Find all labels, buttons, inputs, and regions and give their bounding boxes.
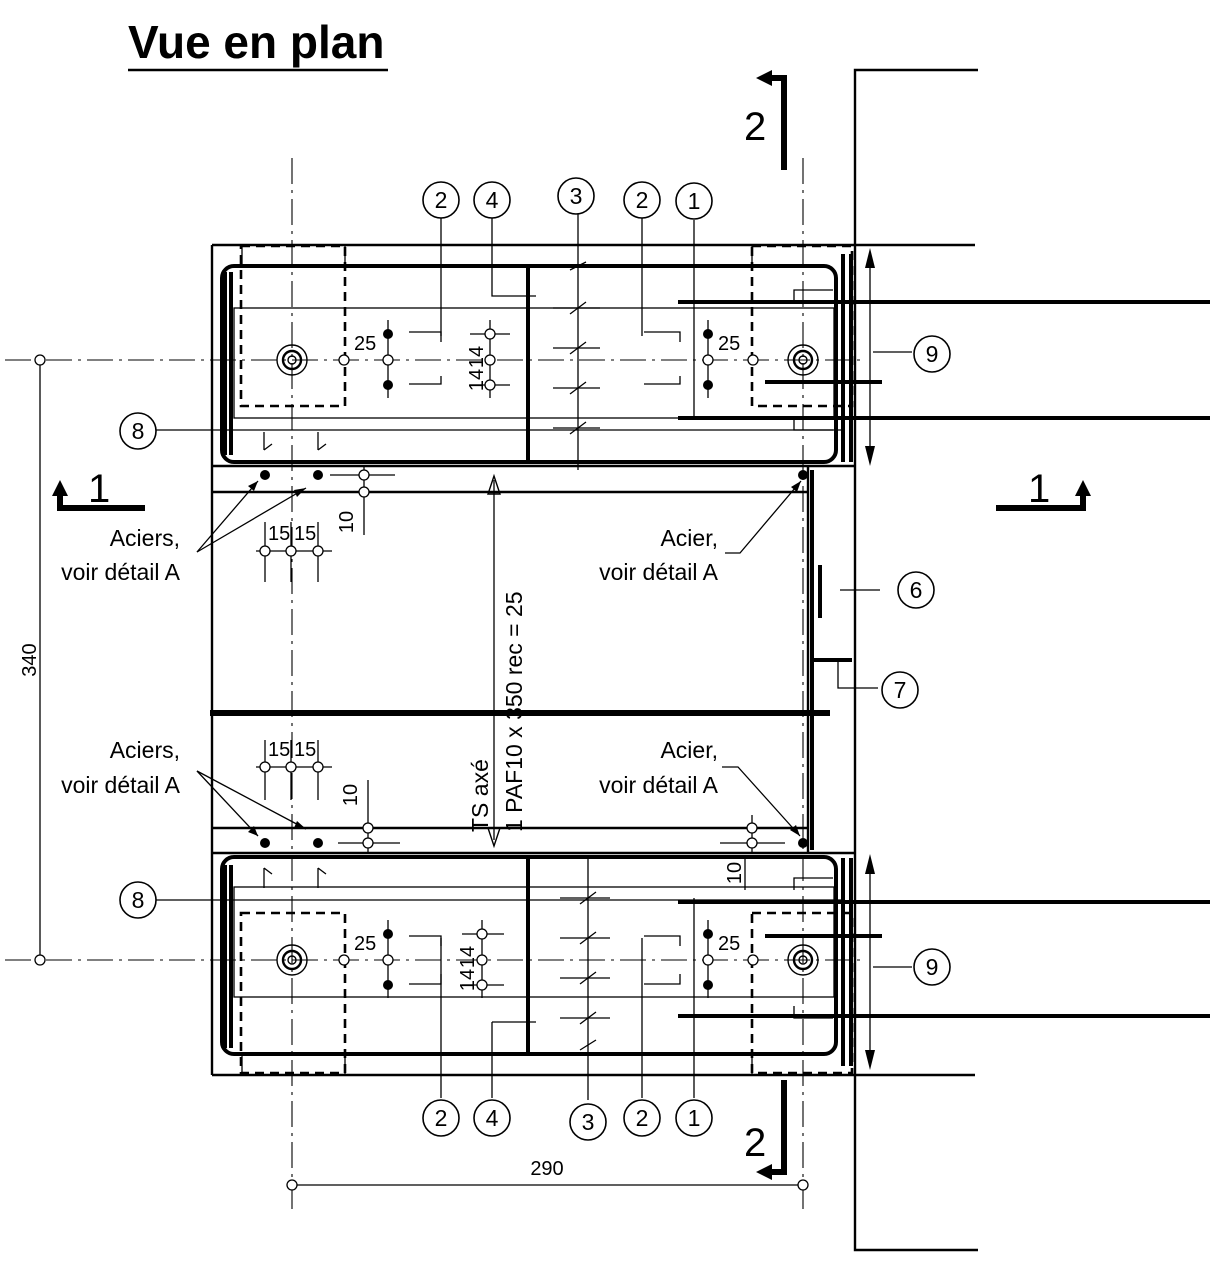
steels-note-upper-left-2: voir détail A — [61, 559, 181, 585]
marker-9-lower: 9 — [913, 948, 951, 986]
svg-text:1: 1 — [688, 1105, 701, 1131]
central-reinforcement — [210, 470, 852, 850]
svg-text:2: 2 — [636, 1105, 649, 1131]
edge-steels-lower — [196, 740, 808, 890]
section-2-bottom-label: 2 — [744, 1121, 766, 1165]
dimension-340-label: 340 — [19, 643, 41, 676]
marker-4-top: 4 — [473, 181, 511, 219]
dim-10-upper: 10 — [336, 511, 358, 533]
dim-14-upper-b: 14 — [466, 369, 488, 391]
svg-text:1: 1 — [688, 188, 701, 214]
svg-text:9: 9 — [926, 954, 939, 980]
marker-2-bottom-left: 2 — [422, 1099, 460, 1137]
steels-note-upper-left-1: Aciers, — [110, 525, 180, 551]
dim-15-lower-a: 15 — [268, 739, 290, 761]
section-1-right-label: 1 — [1028, 467, 1050, 511]
marker-8-lower: 8 — [119, 881, 157, 919]
steels-note-lower-left-1: Aciers, — [110, 737, 180, 763]
upper-reinforcement — [223, 254, 1210, 462]
svg-text:6: 6 — [910, 577, 923, 603]
dim-15-lower-b: 15 — [294, 739, 316, 761]
svg-text:9: 9 — [926, 341, 939, 367]
section-2-top — [756, 70, 787, 170]
marker-1-top: 1 — [675, 182, 713, 220]
section-2-top-label: 2 — [744, 105, 766, 149]
svg-text:4: 4 — [486, 1105, 499, 1131]
section-1-left-label: 1 — [88, 467, 110, 511]
svg-text:2: 2 — [435, 1105, 448, 1131]
dim-25-upper-left: 25 — [354, 333, 376, 355]
marker-2-top-right: 2 — [623, 181, 661, 219]
axis-lines — [5, 158, 860, 1215]
edge-steels-upper — [196, 465, 808, 582]
steels-note-lower-left-2: voir détail A — [61, 772, 181, 798]
svg-text:7: 7 — [894, 677, 907, 703]
section-1-left — [52, 480, 145, 511]
svg-text:2: 2 — [435, 187, 448, 213]
steel-note-lower-right-2: voir détail A — [599, 772, 719, 798]
adjacent-wall — [853, 68, 978, 1252]
hook-callouts — [409, 289, 833, 1019]
upper-anchor-box — [220, 244, 854, 464]
marker-3-bottom: 3 — [569, 1103, 607, 1141]
marker-1-bottom: 1 — [675, 1099, 713, 1137]
dimension-290 — [286, 1179, 809, 1191]
steel-note-lower-right-1: Acier, — [660, 737, 718, 763]
dim-25-lower-left: 25 — [354, 933, 376, 955]
dim-14-upper-a: 14 — [466, 346, 488, 368]
dimension-290-label: 290 — [530, 1158, 563, 1180]
anchor-bolt-lower-right — [787, 944, 819, 976]
dim-15-upper-a: 15 — [268, 523, 290, 545]
dim-14-lower-a: 14 — [457, 946, 479, 968]
central-note-line1: TS axé — [467, 759, 493, 832]
dim-15-upper-b: 15 — [294, 523, 316, 545]
marker-2-bottom-right: 2 — [623, 1099, 661, 1137]
dim-10-lower-right: 10 — [724, 862, 746, 884]
dim-25-lower-right: 25 — [718, 933, 740, 955]
bar-9-arrows — [865, 248, 875, 1070]
dim-14-lower-b: 14 — [457, 969, 479, 991]
dimension-340 — [34, 354, 46, 966]
anchor-bolt-upper-right — [787, 344, 819, 376]
anchor-bolt-upper-left — [276, 344, 308, 376]
marker-6: 6 — [897, 571, 935, 609]
plate-outlines — [210, 243, 855, 1077]
lower-anchor-box — [220, 855, 854, 1075]
marker-4-bottom: 4 — [473, 1099, 511, 1137]
svg-text:8: 8 — [132, 887, 145, 913]
steel-note-upper-right-2: voir détail A — [599, 559, 719, 585]
drawing-title: Vue en plan — [128, 16, 384, 68]
dim-10-lower-left: 10 — [340, 784, 362, 806]
spacing-dims-lower — [338, 920, 759, 998]
central-note-line2: 1 PAF10 x 350 rec = 25 — [501, 591, 527, 832]
marker-leaders — [156, 214, 912, 1100]
section-1-right — [996, 480, 1091, 511]
marker-7: 7 — [881, 671, 919, 709]
marker-9-upper: 9 — [913, 335, 951, 373]
svg-text:4: 4 — [486, 187, 499, 213]
spacing-dims-upper — [338, 320, 759, 398]
steel-note-upper-right-1: Acier, — [660, 525, 718, 551]
bar-3-ticks — [553, 261, 610, 1056]
marker-8-upper: 8 — [119, 412, 157, 450]
section-2-bottom — [756, 1080, 787, 1180]
svg-text:2: 2 — [636, 187, 649, 213]
central-dimension-arrow — [487, 473, 501, 849]
anchor-bolt-lower-left — [276, 944, 308, 976]
marker-3-top: 3 — [557, 177, 595, 215]
svg-text:3: 3 — [582, 1109, 595, 1135]
svg-text:8: 8 — [132, 418, 145, 444]
lower-reinforcement — [223, 858, 1210, 1066]
marker-2-top-left: 2 — [422, 181, 460, 219]
svg-text:3: 3 — [570, 183, 583, 209]
dim-25-upper-right: 25 — [718, 333, 740, 355]
